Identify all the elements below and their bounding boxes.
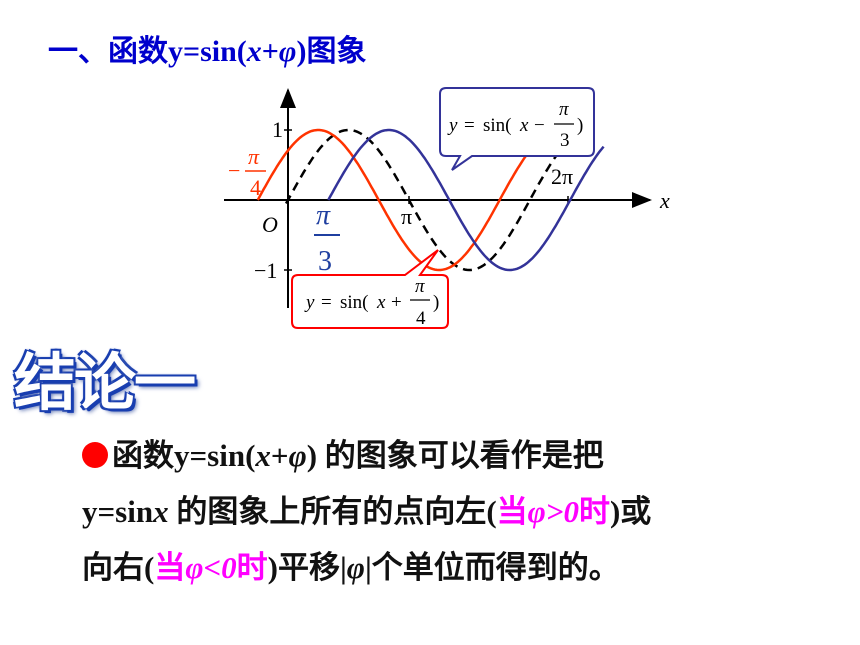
svg-text:sin(: sin( (340, 292, 369, 313)
conclusion-text: 函数y=sin(x+φ) 的图象可以看作是把 y=sinx 的图象上所有的点向左… (82, 428, 802, 596)
conclusion-line-1: 函数y=sin(x+φ) 的图象可以看作是把 (82, 428, 802, 484)
callout-blue: y = sin( x − π 3 ) (439, 87, 595, 171)
svg-text:=: = (464, 115, 475, 136)
sine-curve-shift-left (256, 128, 542, 272)
svg-text:y: y (304, 292, 315, 313)
svg-text:x: x (519, 115, 529, 136)
sine-shift-graph: 1 −1 O x π 2π − π 4 π 3 y = sin( x − π 3… (224, 87, 670, 329)
svg-text:π: π (316, 200, 331, 231)
sine-curve-dashed (285, 128, 574, 272)
slide-title: 一、函数y=sin(x+φ)图象 (48, 26, 366, 70)
svg-text:4: 4 (250, 175, 261, 200)
x-label-pi: π (401, 204, 412, 229)
svg-text:π: π (559, 99, 569, 120)
svg-text:): ) (577, 115, 583, 136)
conclusion-badge: 结论一 (14, 346, 196, 419)
y-label-neg1: −1 (254, 258, 277, 283)
x-label-2pi: 2π (551, 164, 573, 189)
x-axis-label: x (659, 188, 670, 213)
svg-text:π: π (248, 144, 260, 169)
svg-text:−: − (228, 158, 240, 183)
svg-text:+: + (391, 292, 402, 313)
svg-text:3: 3 (560, 130, 570, 151)
title-plus: + (261, 35, 279, 68)
title-phi: φ (278, 35, 297, 68)
title-prefix: 一、函数y=sin( (48, 35, 247, 68)
svg-text:π: π (415, 276, 425, 297)
svg-text:y: y (447, 115, 458, 136)
y-label-1: 1 (272, 117, 283, 142)
svg-text:x: x (376, 292, 386, 313)
origin-label: O (262, 212, 278, 237)
neg-pi-over-4-label: − π 4 (228, 144, 266, 200)
bullet-dot (82, 442, 108, 468)
title-suffix: )图象 (296, 35, 367, 68)
callout-red: y = sin( x + π 4 ) (291, 249, 449, 329)
conclusion-line-2: y=sinx 的图象上所有的点向左(当φ>0时)或 (82, 494, 652, 529)
svg-text:4: 4 (416, 308, 426, 329)
svg-text:3: 3 (318, 246, 332, 277)
title-var: x (246, 35, 262, 68)
pi-over-3-label: π 3 (314, 200, 340, 277)
sine-curve-shift-right (327, 128, 605, 272)
svg-text:sin(: sin( (483, 115, 512, 136)
svg-text:=: = (321, 292, 332, 313)
svg-text:−: − (534, 115, 545, 136)
svg-text:): ) (433, 292, 439, 313)
conclusion-line-3: 向右(当φ<0时)平移|φ|个单位而得到的。 (82, 550, 620, 585)
